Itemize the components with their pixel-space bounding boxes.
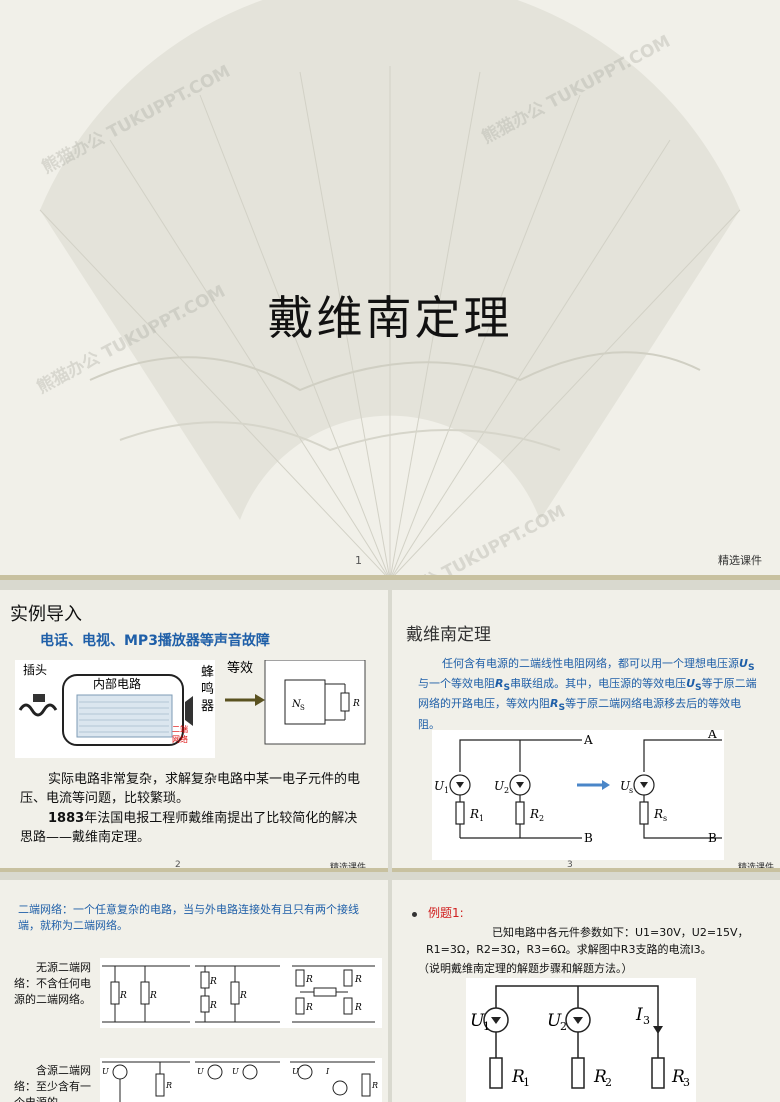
svg-text:U: U xyxy=(197,1067,204,1076)
problem-text: 已知电路中各元件参数如下：U1=30V，U2=15V，R1=3Ω，R2=3Ω，R… xyxy=(426,926,749,956)
svg-text:U: U xyxy=(232,1067,239,1076)
passive-networks: R R R R R R R R R xyxy=(100,958,382,1028)
fan-background xyxy=(39,0,741,575)
svg-text:R: R xyxy=(593,1067,607,1087)
equiv-label: 等效 xyxy=(227,660,253,676)
svg-text:B: B xyxy=(584,831,593,845)
definition-text: 二端网络：一个任意复杂的电路，当与外电路连接处有且只有两个接线端，就称为二端网络… xyxy=(18,903,359,932)
active-network-text: 含源二端网络：至少含有一个电源的 xyxy=(14,1064,91,1102)
footer-bar xyxy=(392,868,780,872)
svg-text:R: R xyxy=(511,1067,525,1087)
svg-text:I: I xyxy=(635,1005,643,1025)
svg-text:3: 3 xyxy=(643,1014,650,1027)
svg-text:A: A xyxy=(583,733,593,747)
theorem-text: 任何含有电源的二端线性电阻网络，都可以用一个理想电压源US与一个等效电阻RS串联… xyxy=(418,657,757,731)
slide-title: 戴维南定理 xyxy=(267,291,513,345)
svg-text:鸣: 鸣 xyxy=(201,681,214,697)
slide-5[interactable]: 例题1: 已知电路中各元件参数如下：U1=30V，U2=15V，R1=3Ω，R2… xyxy=(392,880,780,1102)
svg-text:2: 2 xyxy=(504,786,509,795)
svg-text:U: U xyxy=(494,779,505,793)
svg-text:R: R xyxy=(305,1003,313,1013)
plug-label: 插头 xyxy=(23,663,47,677)
passive-network-text: 无源二端网络：不含任何电源的二端网络。 xyxy=(14,961,91,1006)
slide-1[interactable]: 熊猫办公 TUKUPPT.COM 熊猫办公 TUKUPPT.COM 熊猫办公 T… xyxy=(0,0,780,580)
svg-text:R: R xyxy=(119,991,127,1001)
footer-bar xyxy=(0,868,388,872)
slide-title: 戴维南定理 xyxy=(406,625,491,645)
svg-text:U: U xyxy=(470,1011,485,1031)
svg-text:B: B xyxy=(708,831,717,845)
slide-2[interactable]: 实例导入 电话、电视、MP3播放器等声音故障 插头 内部电路 蜂 鸣 器 二端 … xyxy=(0,590,388,872)
svg-text:R: R xyxy=(371,1081,378,1090)
svg-text:2: 2 xyxy=(605,1076,612,1089)
svg-text:R: R xyxy=(165,1081,172,1090)
svg-text:s: s xyxy=(663,814,667,823)
two-port-label: 二端 xyxy=(172,724,188,734)
active-networks: U R U U U I R xyxy=(100,1058,382,1102)
svg-text:2: 2 xyxy=(560,1020,567,1033)
svg-text:U: U xyxy=(547,1011,562,1031)
svg-text:U: U xyxy=(434,779,445,793)
slide-title: 实例导入 xyxy=(10,604,82,625)
slide-4[interactable]: 二端网络：一个任意复杂的电路，当与外电路连接处有且只有两个接线端，就称为二端网络… xyxy=(0,880,388,1102)
paragraph: 实际电路非常复杂，求解复杂电路中某一电子元件的电压、电流等问题，比较繁琐。 xyxy=(20,772,361,806)
svg-text:R: R xyxy=(671,1067,685,1087)
svg-text:N: N xyxy=(291,699,302,710)
svg-text:1: 1 xyxy=(444,786,449,795)
svg-text:R: R xyxy=(529,807,539,821)
svg-text:S: S xyxy=(300,704,305,712)
footer-tag: 精选课件 xyxy=(738,860,774,872)
svg-text:器: 器 xyxy=(201,699,214,714)
footer-tag: 精选课件 xyxy=(330,860,366,872)
svg-text:U: U xyxy=(102,1067,109,1076)
svg-text:U: U xyxy=(292,1067,299,1076)
svg-text:R: R xyxy=(469,807,479,821)
page-number: 1 xyxy=(355,554,362,567)
svg-text:R: R xyxy=(149,991,157,1001)
slide-subtitle: 电话、电视、MP3播放器等声音故障 xyxy=(40,633,270,649)
svg-text:R: R xyxy=(209,977,217,987)
svg-text:R: R xyxy=(305,975,313,985)
svg-text:R: R xyxy=(354,1003,362,1013)
svg-text:R: R xyxy=(209,1001,217,1011)
svg-text:R: R xyxy=(354,975,362,985)
svg-text:A: A xyxy=(707,730,717,741)
svg-text:1: 1 xyxy=(523,1076,530,1089)
bullet-icon xyxy=(412,912,417,917)
svg-text:网络: 网络 xyxy=(172,734,188,744)
buzzer-label: 蜂 xyxy=(201,665,214,680)
svg-text:1: 1 xyxy=(479,814,484,823)
circuit-label: 内部电路 xyxy=(93,676,141,691)
slide-3[interactable]: 戴维南定理 任何含有电源的二端线性电阻网络，都可以用一个理想电压源US与一个等效… xyxy=(392,590,780,872)
svg-text:I: I xyxy=(325,1067,330,1076)
svg-text:3: 3 xyxy=(683,1076,690,1089)
page-number: 3 xyxy=(567,860,573,870)
note-text: （说明戴维南定理的解题步骤和解题方法。） xyxy=(418,962,633,975)
svg-text:R: R xyxy=(352,699,360,709)
svg-text:s: s xyxy=(629,786,633,795)
example-label: 例题1: xyxy=(428,906,464,920)
svg-text:U: U xyxy=(620,779,631,793)
svg-text:R: R xyxy=(239,991,247,1001)
paragraph: 1883年法国电报工程师戴维南提出了比较简化的解决思路——戴维南定理。 xyxy=(20,811,358,845)
intro-diagram: 插头 内部电路 蜂 鸣 器 二端 网络 等效 N S R xyxy=(15,660,366,758)
svg-text:R: R xyxy=(653,807,663,821)
page-number: 2 xyxy=(175,860,181,870)
footer-bar xyxy=(0,575,780,580)
svg-text:2: 2 xyxy=(539,814,544,823)
svg-text:1: 1 xyxy=(483,1020,490,1033)
footer-tag: 精选课件 xyxy=(718,554,762,567)
